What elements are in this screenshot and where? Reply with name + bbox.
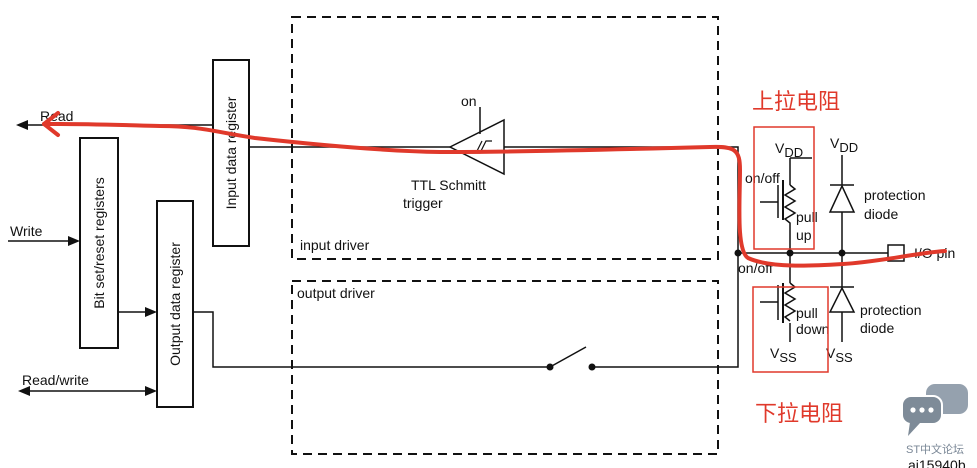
- bit-set-reset-registers-label: Bit set/reset registers: [91, 177, 107, 309]
- trigger-label-line1: TTL Schmitt: [411, 177, 486, 193]
- svg-text:VDD: VDD: [830, 135, 858, 155]
- svg-text:VSS: VSS: [826, 345, 853, 365]
- on-off-top-label: on/off: [745, 170, 780, 186]
- forum-logo-icon: [901, 384, 968, 436]
- trigger-on-label: on: [461, 93, 477, 109]
- read-path-highlight: [42, 122, 947, 268]
- protection-diode-top: [828, 155, 856, 253]
- trigger-label-line2: trigger: [403, 195, 443, 211]
- vss-left-label: VSS: [770, 345, 797, 365]
- input-driver-label: input driver: [300, 237, 370, 253]
- vdd-left-label: VDD: [775, 140, 803, 160]
- vss-right-label: VSS: [826, 345, 853, 365]
- bsrr-to-odr-link: [118, 307, 157, 317]
- output-driver-label: output driver: [297, 285, 375, 301]
- svg-text:VDD: VDD: [775, 140, 803, 160]
- pull-up-label-2: up: [796, 227, 812, 243]
- output-data-register-label: Output data register: [167, 242, 183, 366]
- figure-id-label: ai15940b: [908, 457, 966, 468]
- ttl-schmitt-trigger-symbol: [448, 107, 505, 176]
- pull-down-label-1: pull: [796, 305, 818, 321]
- pull-up-label-1: pull: [796, 209, 818, 225]
- pull-up-transistor: [760, 157, 812, 220]
- output-data-register-block: [156, 200, 194, 408]
- read-path-arrowhead: [42, 111, 60, 137]
- pull-down-highlight-box: [752, 286, 829, 373]
- read-write-label: Read/write: [22, 372, 89, 388]
- protection-diode-top-label-2: diode: [864, 206, 898, 222]
- pull-up-resistor: [783, 184, 797, 253]
- output-path-wire: [193, 253, 739, 371]
- protection-diode-bottom-label-1: protection: [860, 302, 921, 318]
- input-data-register-label: Input data register: [223, 96, 239, 209]
- protection-diode-top-label-1: protection: [864, 187, 925, 203]
- pull-down-cn-annotation: 下拉电阻: [755, 402, 843, 427]
- write-signal: [8, 236, 80, 246]
- forum-watermark-text: ST中文论坛: [906, 442, 964, 456]
- trigger-to-pin-wire: [504, 146, 739, 253]
- pull-up-cn-annotation: 上拉电阻: [752, 90, 840, 115]
- read-write-signal: [18, 386, 157, 396]
- pull-up-highlight-box: [753, 126, 815, 250]
- write-label: Write: [10, 223, 43, 239]
- vdd-right-label: VDD: [830, 135, 858, 155]
- svg-text:VSS: VSS: [770, 345, 797, 365]
- bit-set-reset-registers-block: [79, 137, 119, 349]
- input-driver-frame: [291, 16, 719, 260]
- pull-down-resistor: [783, 282, 797, 322]
- pull-down-label-2: down: [796, 321, 829, 337]
- protection-diode-bottom: [828, 253, 856, 342]
- protection-diode-bottom-label-2: diode: [860, 320, 894, 336]
- pull-down-transistor: [760, 253, 791, 342]
- input-data-register-block: [212, 59, 250, 247]
- junction-dot: [734, 249, 742, 257]
